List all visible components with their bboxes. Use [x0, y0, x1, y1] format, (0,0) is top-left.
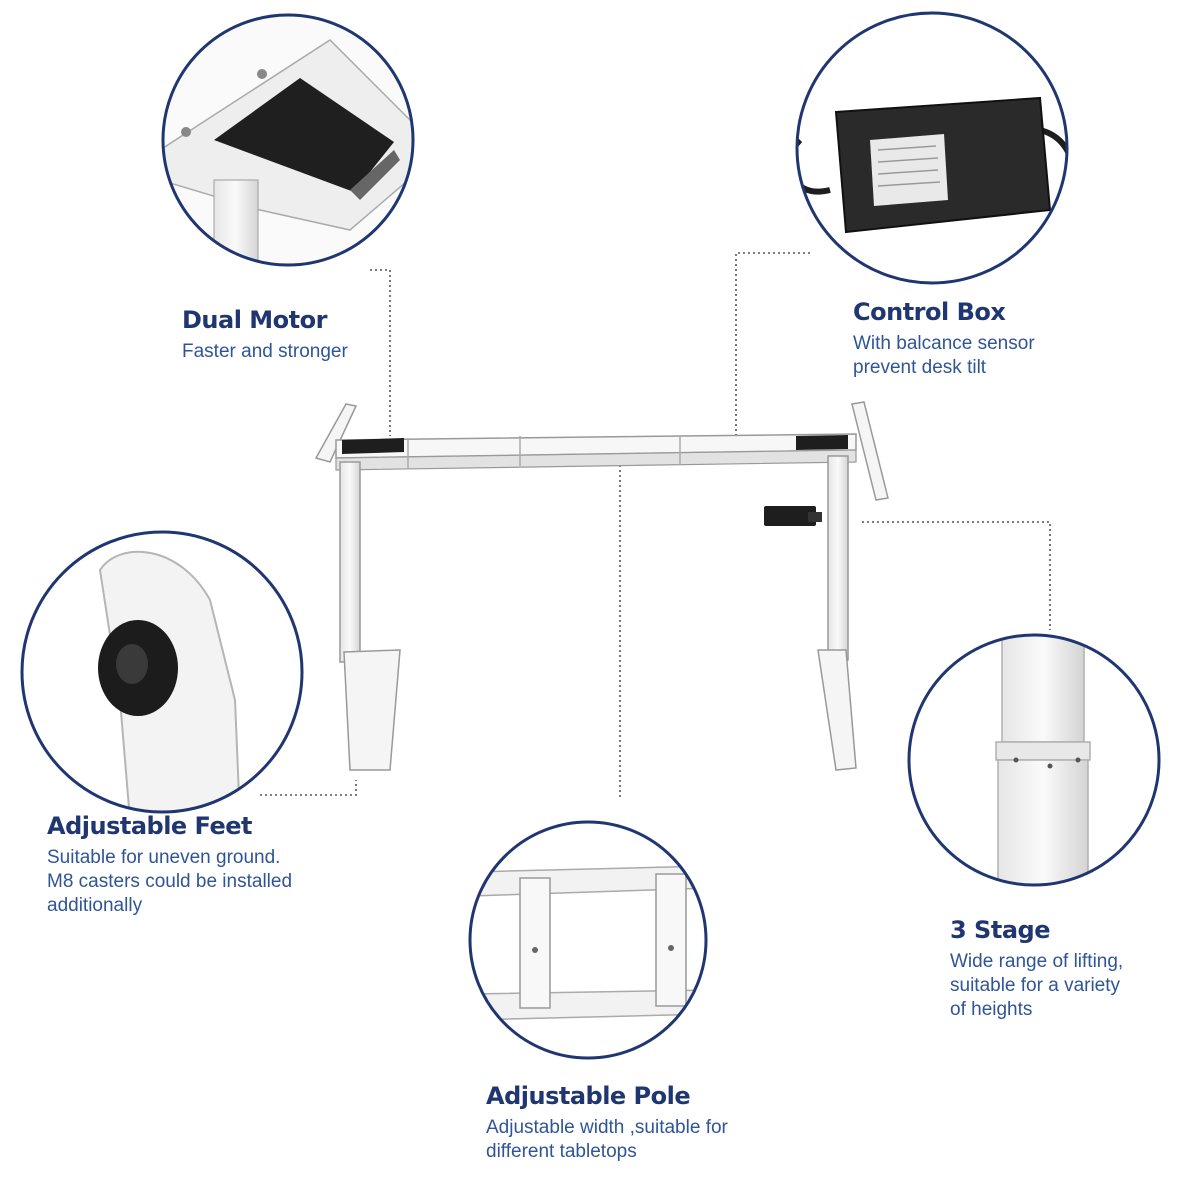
feature-description-line: Wide range of lifting,: [950, 951, 1124, 972]
feature-control-box: Control Box With balcance sensor prevent…: [853, 298, 1093, 380]
feature-description: Suitable for uneven ground. M8 casters c…: [47, 846, 367, 918]
feature-title: 3 Stage: [950, 916, 1050, 944]
feature-description-line: With balcance sensor: [853, 333, 1035, 354]
feature-description-line: of heights: [950, 999, 1033, 1020]
feature-title: Adjustable Feet: [47, 812, 253, 840]
feature-description: Adjustable width ,suitable for different…: [486, 1116, 806, 1164]
feature-description: With balcance sensor prevent desk tilt: [853, 332, 1093, 380]
feature-description: Faster and stronger: [182, 340, 402, 364]
feature-description: Wide range of lifting, suitable for a va…: [950, 950, 1180, 1022]
feature-dual-motor: Dual Motor Faster and stronger: [182, 306, 402, 364]
three-stage-detail: [907, 633, 1161, 887]
adjustable-pole-detail: [468, 820, 708, 1060]
feature-description-line: different tabletops: [486, 1141, 637, 1162]
dual-motor-detail: [161, 13, 415, 267]
feature-title: Dual Motor: [182, 306, 327, 334]
feature-description-line: additionally: [47, 895, 143, 916]
feature-three-stage: 3 Stage Wide range of lifting, suitable …: [950, 916, 1180, 1022]
feature-description-line: prevent desk tilt: [853, 357, 987, 378]
feature-description-line: Adjustable width ,suitable for: [486, 1117, 728, 1138]
desk-frame: [314, 401, 889, 771]
feature-adjustable-feet: Adjustable Feet Suitable for uneven grou…: [47, 812, 367, 918]
feature-description-line: Faster and stronger: [182, 341, 348, 362]
feature-description-line: Suitable for uneven ground.: [47, 847, 281, 868]
feature-adjustable-pole: Adjustable Pole Adjustable width ,suitab…: [486, 1082, 806, 1164]
feature-description-line: M8 casters could be installed: [47, 871, 293, 892]
feature-description-line: suitable for a variety: [950, 975, 1121, 996]
feature-title: Adjustable Pole: [486, 1082, 691, 1110]
control-box-detail: [795, 11, 1069, 285]
connector-lines: [260, 252, 1051, 798]
feature-title: Control Box: [853, 298, 1006, 326]
adjustable-feet-detail: [20, 530, 304, 814]
